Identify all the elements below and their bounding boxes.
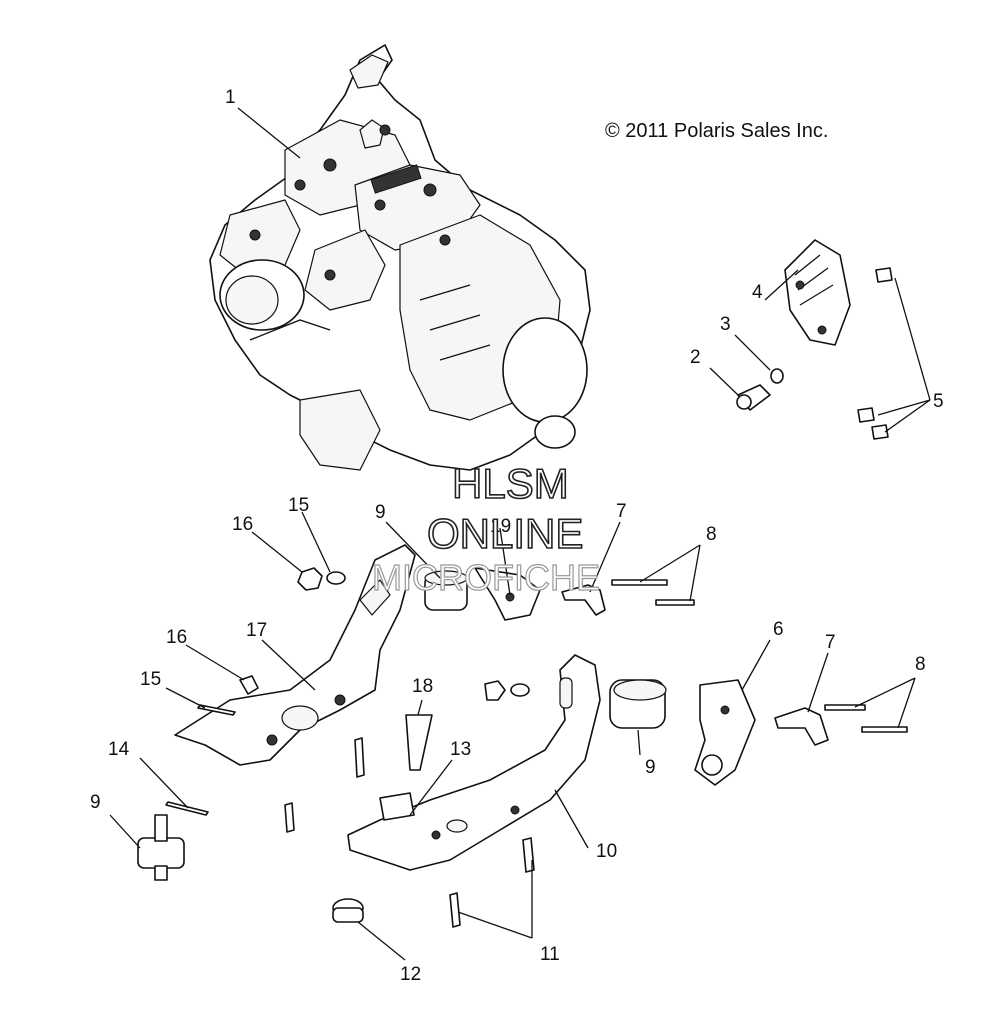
callout-7-lower: 7 (825, 632, 836, 653)
bolt-icon (197, 704, 236, 716)
bracket-icon (561, 584, 606, 616)
callout-11: 11 (540, 944, 560, 965)
bolt-icon (165, 801, 209, 816)
bolt-icon (611, 579, 695, 606)
callout-7-upper: 7 (616, 501, 627, 522)
callout-5: 5 (933, 391, 944, 412)
bracket-icon (784, 239, 851, 346)
bolt-icon (379, 792, 415, 821)
bolt-icon (736, 267, 893, 440)
callout-6: 6 (773, 619, 784, 640)
callout-14: 14 (108, 739, 130, 760)
engine-mount-icon (609, 679, 667, 729)
callout-1: 1 (225, 87, 236, 108)
callout-8-upper: 8 (706, 524, 717, 545)
watermark-line3: MICROFICHE (372, 557, 600, 598)
callout-16-lower: 16 (166, 627, 187, 648)
engine-mount-icon (174, 544, 416, 766)
watermark-line1: HLSM (452, 460, 569, 507)
callout-15-lower: 15 (140, 669, 161, 690)
callout-2: 2 (690, 347, 701, 368)
bracket-icon (347, 654, 601, 871)
bolt-icon (449, 837, 535, 928)
callout-12: 12 (400, 964, 421, 985)
callout-8-lower: 8 (915, 654, 926, 675)
callout-9-middle: 9 (645, 757, 656, 778)
bolt-icon (239, 567, 433, 833)
watermark-line2: ONLINE (427, 510, 583, 557)
bolt-icon (332, 898, 364, 923)
engine-assembly-icon (209, 44, 591, 471)
callout-4: 4 (752, 282, 763, 303)
engine-mount-icon (137, 570, 468, 881)
bracket-icon (694, 679, 756, 786)
callout-15-upper: 15 (288, 495, 309, 516)
bolt-icon (824, 704, 908, 733)
callout-13: 13 (450, 739, 471, 760)
bracket-icon (774, 707, 829, 746)
callout-10: 10 (596, 841, 617, 862)
callout-19: 19 (490, 516, 511, 537)
callout-9-left: 9 (90, 792, 101, 813)
callout-9-upper: 9 (375, 502, 386, 523)
bolt-icon (484, 680, 530, 701)
callout-17: 17 (246, 620, 267, 641)
callout-16-upper: 16 (232, 514, 253, 535)
copyright-text: © 2011 Polaris Sales Inc. (605, 120, 828, 142)
callout-18: 18 (412, 676, 433, 697)
callout-3: 3 (720, 314, 731, 335)
